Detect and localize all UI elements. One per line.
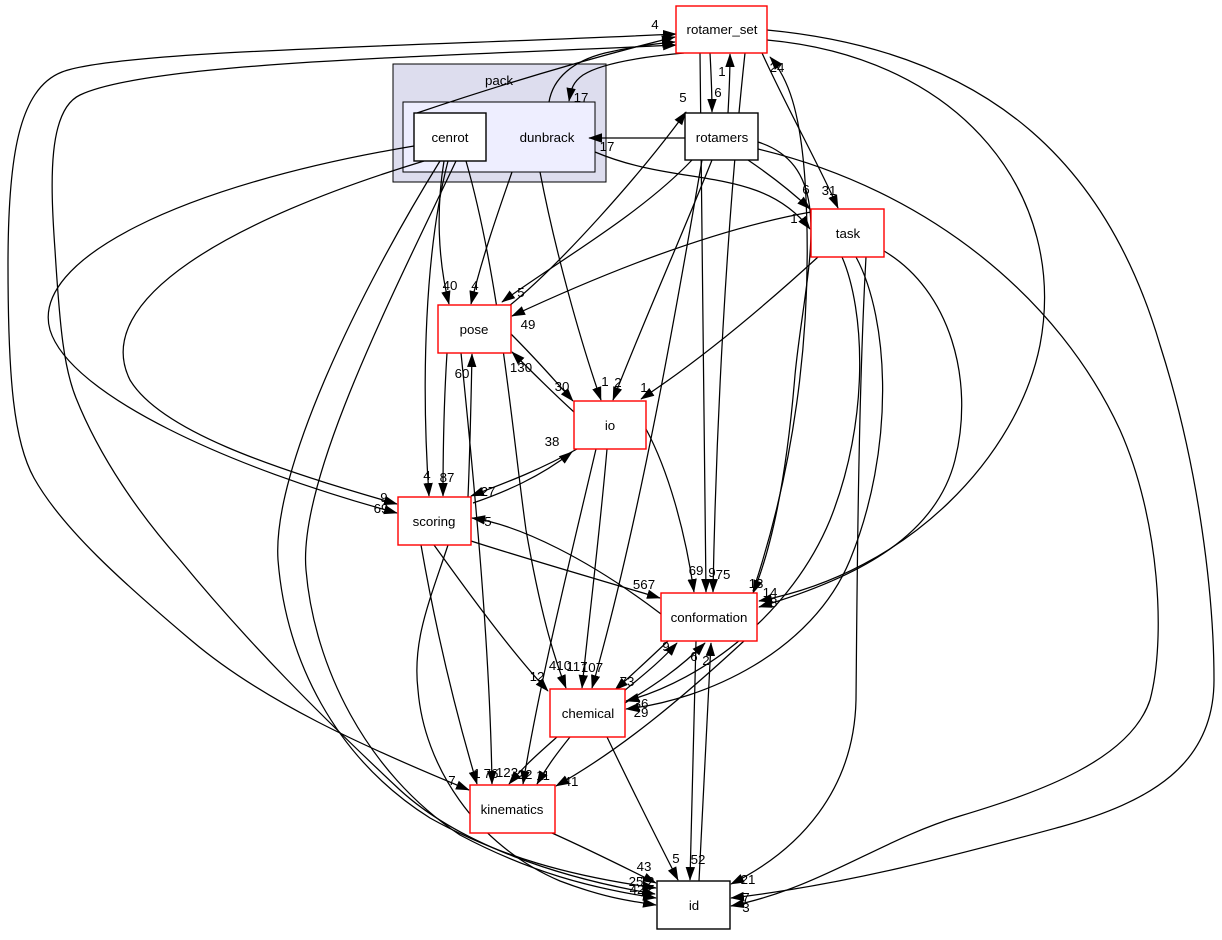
svg-text:9: 9 <box>708 565 715 580</box>
svg-text:conformation: conformation <box>671 610 748 625</box>
svg-text:3: 3 <box>742 900 749 915</box>
svg-text:87: 87 <box>440 470 455 485</box>
svg-text:9: 9 <box>380 490 387 505</box>
svg-text:25: 25 <box>629 874 644 889</box>
svg-text:36: 36 <box>634 696 649 711</box>
svg-text:31: 31 <box>822 183 837 198</box>
svg-text:107: 107 <box>581 660 603 675</box>
svg-text:6: 6 <box>802 182 809 197</box>
svg-text:567: 567 <box>633 577 655 592</box>
svg-text:41: 41 <box>564 774 579 789</box>
svg-text:kinematics: kinematics <box>481 802 544 817</box>
svg-text:38: 38 <box>545 434 560 449</box>
svg-text:52: 52 <box>691 852 706 867</box>
svg-text:4: 4 <box>423 468 430 483</box>
svg-text:5: 5 <box>679 90 686 105</box>
svg-text:2: 2 <box>702 653 709 668</box>
svg-text:5: 5 <box>484 514 491 529</box>
svg-text:1: 1 <box>640 380 647 395</box>
svg-text:30: 30 <box>555 379 570 394</box>
svg-text:1: 1 <box>473 766 480 781</box>
svg-text:pose: pose <box>460 322 489 337</box>
svg-text:75: 75 <box>716 567 731 582</box>
svg-text:12: 12 <box>640 874 655 889</box>
svg-text:7: 7 <box>448 773 455 788</box>
svg-text:1: 1 <box>718 64 725 79</box>
svg-text:6: 6 <box>690 649 697 664</box>
svg-text:12: 12 <box>530 669 545 684</box>
svg-text:27: 27 <box>481 484 496 499</box>
svg-text:130: 130 <box>510 360 532 375</box>
svg-text:17: 17 <box>600 139 615 154</box>
svg-text:9: 9 <box>662 639 669 654</box>
svg-text:4: 4 <box>651 17 658 32</box>
svg-text:29: 29 <box>634 705 649 720</box>
svg-text:4: 4 <box>471 278 478 293</box>
svg-text:22: 22 <box>518 767 533 782</box>
svg-text:42: 42 <box>630 882 645 897</box>
svg-text:11: 11 <box>536 768 550 783</box>
svg-text:2: 2 <box>614 375 621 390</box>
svg-text:24: 24 <box>770 60 785 75</box>
svg-text:task: task <box>836 226 861 241</box>
svg-text:60: 60 <box>455 366 470 381</box>
svg-text:13: 13 <box>749 576 764 591</box>
svg-text:40: 40 <box>443 278 458 293</box>
svg-text:73: 73 <box>620 674 635 689</box>
svg-text:6: 6 <box>714 85 721 100</box>
svg-text:7: 7 <box>742 890 749 905</box>
svg-text:scoring: scoring <box>413 514 456 529</box>
svg-text:5: 5 <box>672 851 679 866</box>
svg-text:76: 76 <box>484 766 499 781</box>
svg-text:rotamers: rotamers <box>696 130 749 145</box>
svg-text:id: id <box>689 898 699 913</box>
svg-text:69: 69 <box>374 501 389 516</box>
svg-text:2: 2 <box>645 882 652 897</box>
svg-text:69: 69 <box>689 563 704 578</box>
svg-text:dunbrack: dunbrack <box>520 130 575 145</box>
svg-text:21: 21 <box>741 872 756 887</box>
svg-text:cenrot: cenrot <box>432 130 469 145</box>
svg-text:38: 38 <box>763 595 778 610</box>
svg-text:chemical: chemical <box>562 706 615 721</box>
svg-text:123: 123 <box>496 765 518 780</box>
svg-text:io: io <box>605 418 615 433</box>
svg-text:17: 17 <box>574 90 589 105</box>
svg-text:43: 43 <box>637 859 652 874</box>
svg-text:117: 117 <box>566 659 587 674</box>
svg-text:14: 14 <box>763 585 778 600</box>
svg-text:5: 5 <box>517 285 524 300</box>
svg-text:410: 410 <box>549 658 571 673</box>
svg-text:49: 49 <box>521 317 536 332</box>
svg-text:1: 1 <box>601 374 608 389</box>
svg-text:1: 1 <box>790 211 797 226</box>
svg-text:rotamer_set: rotamer_set <box>687 22 758 37</box>
